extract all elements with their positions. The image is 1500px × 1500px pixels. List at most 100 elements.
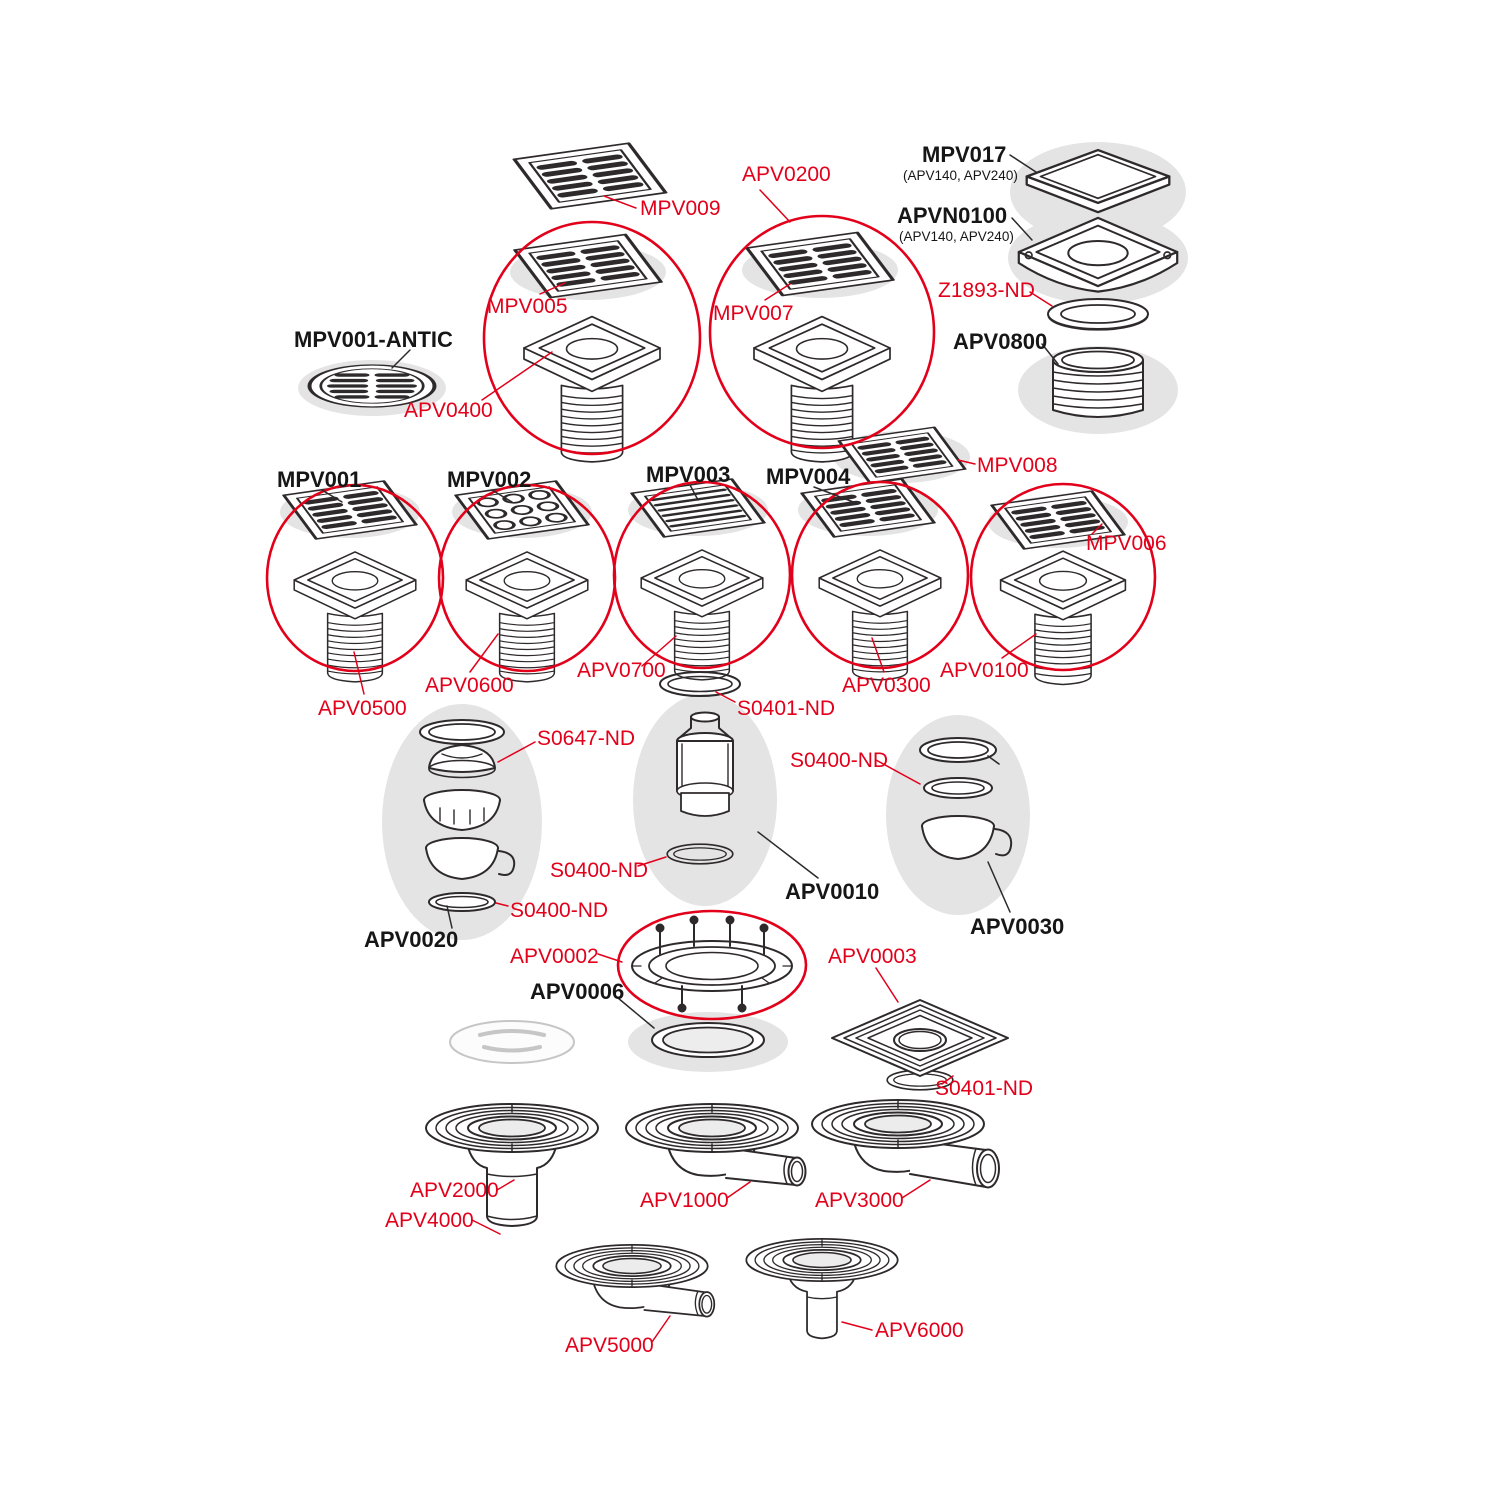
- leader-apvn0100: [1011, 217, 1033, 241]
- leader-mpv005: [539, 282, 566, 295]
- circle-apv0300: [790, 480, 970, 670]
- label-apv0002: APV0002: [510, 945, 599, 968]
- circle-apv0400: [482, 220, 702, 456]
- leader-apv0300: [871, 637, 885, 673]
- label-s0400-nd-left: S0400-ND: [510, 899, 609, 922]
- leader-s0400-nd-mid: [637, 856, 667, 867]
- label-mpv017: MPV017: [922, 142, 1007, 167]
- leader-apv0030: [987, 861, 1011, 913]
- label-apv0020: APV0020: [364, 927, 459, 952]
- leader-apv3000: [901, 1179, 931, 1199]
- leader-s0400-nd-left: [495, 902, 509, 907]
- label-apv0200: APV0200: [742, 163, 831, 186]
- leader-apv0200: [759, 189, 791, 223]
- label-apv6000: APV6000: [875, 1319, 964, 1342]
- leader-s0647-nd: [497, 741, 536, 763]
- leader-s0401-nd-top: [715, 691, 736, 703]
- leader-s0400-nd-right: [875, 759, 921, 785]
- leader-mpv006: [1091, 523, 1103, 535]
- leader-mpv002: [491, 489, 513, 503]
- label-apv0600: APV0600: [425, 674, 514, 697]
- label-apv0800: APV0800: [953, 329, 1048, 354]
- label-apv5000: APV5000: [565, 1334, 654, 1357]
- label-apv0400: APV0400: [404, 399, 493, 422]
- label-apv3000: APV3000: [815, 1189, 904, 1212]
- leader-z1893-nd: [1029, 291, 1053, 307]
- leader-apv4000: [471, 1219, 501, 1235]
- label-apvn0100: APVN0100: [897, 203, 1008, 228]
- leader-apv5000: [651, 1315, 671, 1343]
- label-s0400-nd-right: S0400-ND: [790, 749, 889, 772]
- flange-apv1000: [625, 1103, 799, 1153]
- label-apv0300: APV0300: [842, 674, 931, 697]
- label-mpv009: MPV009: [640, 197, 721, 220]
- cylinder-apv0800: [1052, 347, 1144, 418]
- label-s0401-nd-top: S0401-ND: [737, 697, 836, 720]
- label-apv0006: APV0006: [530, 979, 625, 1004]
- label-mpv001: MPV001: [277, 467, 362, 492]
- flange-apv0002: [631, 915, 793, 1013]
- flange-apv6000: [745, 1238, 899, 1282]
- tile-flange-apv0003: [831, 999, 1009, 1077]
- leader-apv0010: [757, 831, 819, 879]
- black-leader-lines: [321, 154, 1059, 1029]
- ring-z1893-nd: [1047, 298, 1149, 331]
- leader-apv6000: [841, 1321, 873, 1331]
- label-apv2000: APV2000: [410, 1179, 499, 1202]
- label-mpv006: MPV006: [1086, 532, 1167, 555]
- leader-apv0800: [1041, 343, 1059, 365]
- label-apv4000: APV4000: [385, 1209, 474, 1232]
- leader-mpv009: [603, 195, 637, 209]
- label-apv0003: APV0003: [828, 945, 917, 968]
- label-mpv008: MPV008: [977, 454, 1058, 477]
- label-s0400-nd-mid: S0400-ND: [550, 859, 649, 882]
- leader-apv1000: [726, 1181, 751, 1199]
- leader-mpv001-antic: [391, 349, 411, 369]
- leader-apv0006: [617, 997, 655, 1029]
- leader-apv0400: [481, 351, 553, 401]
- label-apvn0100-variants: (APV140, APV240): [899, 229, 1014, 244]
- circle-apv0100: [969, 482, 1157, 672]
- label-apv0500: APV0500: [318, 697, 407, 720]
- red-leader-lines: [353, 189, 1103, 1343]
- leader-apv0500: [353, 651, 365, 695]
- label-s0647-nd: S0647-ND: [537, 727, 636, 750]
- red-circles: [265, 214, 1157, 1021]
- leader-mpv017: [1009, 154, 1037, 173]
- leader-s0401-nd-bottom: [941, 1075, 954, 1085]
- label-mpv002: MPV002: [447, 467, 532, 492]
- label-mpv005: MPV005: [487, 295, 568, 318]
- cover-disc: [448, 1019, 576, 1065]
- leader-apv0100: [1001, 633, 1037, 659]
- circle-apv0002: [616, 909, 808, 1021]
- leader-apv0020: [446, 905, 453, 929]
- label-mpv007: MPV007: [713, 302, 794, 325]
- body-apv0500: [293, 551, 417, 683]
- ring-apv0006: [651, 1022, 765, 1058]
- body-apv0600: [465, 551, 589, 683]
- label-apv0100: APV0100: [940, 659, 1029, 682]
- flange-apv2000: [425, 1103, 599, 1153]
- leader-mpv007: [764, 283, 791, 301]
- label-z1893-nd: Z1893-ND: [938, 279, 1035, 302]
- leader-apv0700: [641, 635, 677, 667]
- label-apv0030: APV0030: [970, 914, 1065, 939]
- label-mpv004: MPV004: [766, 464, 851, 489]
- circle-apv0500: [265, 483, 445, 673]
- leader-apv2000: [496, 1179, 515, 1191]
- leader-apv0003: [875, 967, 899, 1003]
- diagram-scene: [265, 142, 1188, 1343]
- label-apv1000: APV1000: [640, 1189, 729, 1212]
- leader-apv0600: [469, 633, 499, 673]
- leader-mpv001: [321, 489, 343, 503]
- label-mpv003: MPV003: [646, 462, 731, 487]
- flange-apv5000: [555, 1244, 709, 1288]
- label-mpv017-variants: (APV140, APV240): [903, 168, 1018, 183]
- circle-apv0200: [708, 214, 936, 450]
- label-mpv001-antic: MPV001-ANTIC: [294, 327, 453, 352]
- label-apv0010: APV0010: [785, 879, 880, 904]
- leader-mpv008: [957, 459, 976, 465]
- leader-mpv004: [813, 486, 857, 504]
